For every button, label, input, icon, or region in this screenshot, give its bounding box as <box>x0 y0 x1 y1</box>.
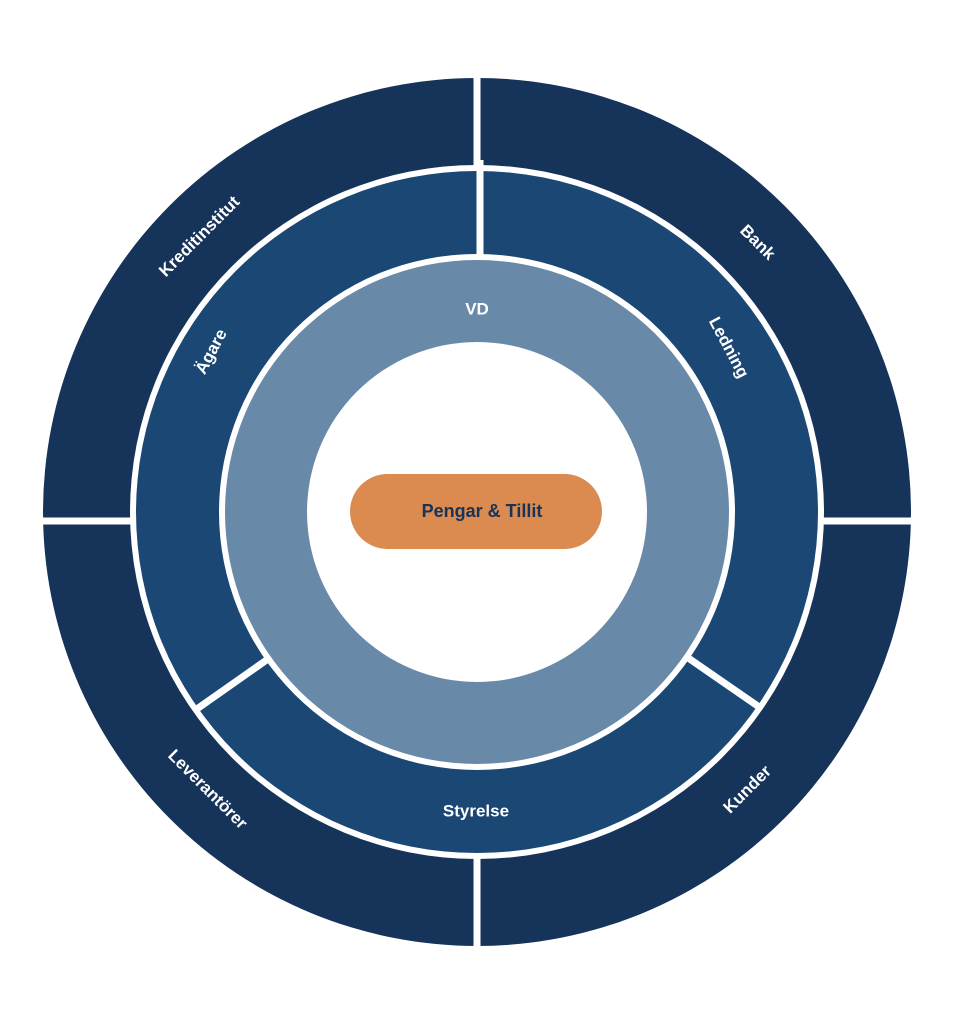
label-styrelse: Styrelse <box>443 801 509 820</box>
center-pill-label: Pengar & Tillit <box>422 501 543 521</box>
label-vd: VD <box>465 299 489 318</box>
center-pill-shape <box>350 474 602 549</box>
center-pill: Pengar & Tillit <box>350 474 602 549</box>
